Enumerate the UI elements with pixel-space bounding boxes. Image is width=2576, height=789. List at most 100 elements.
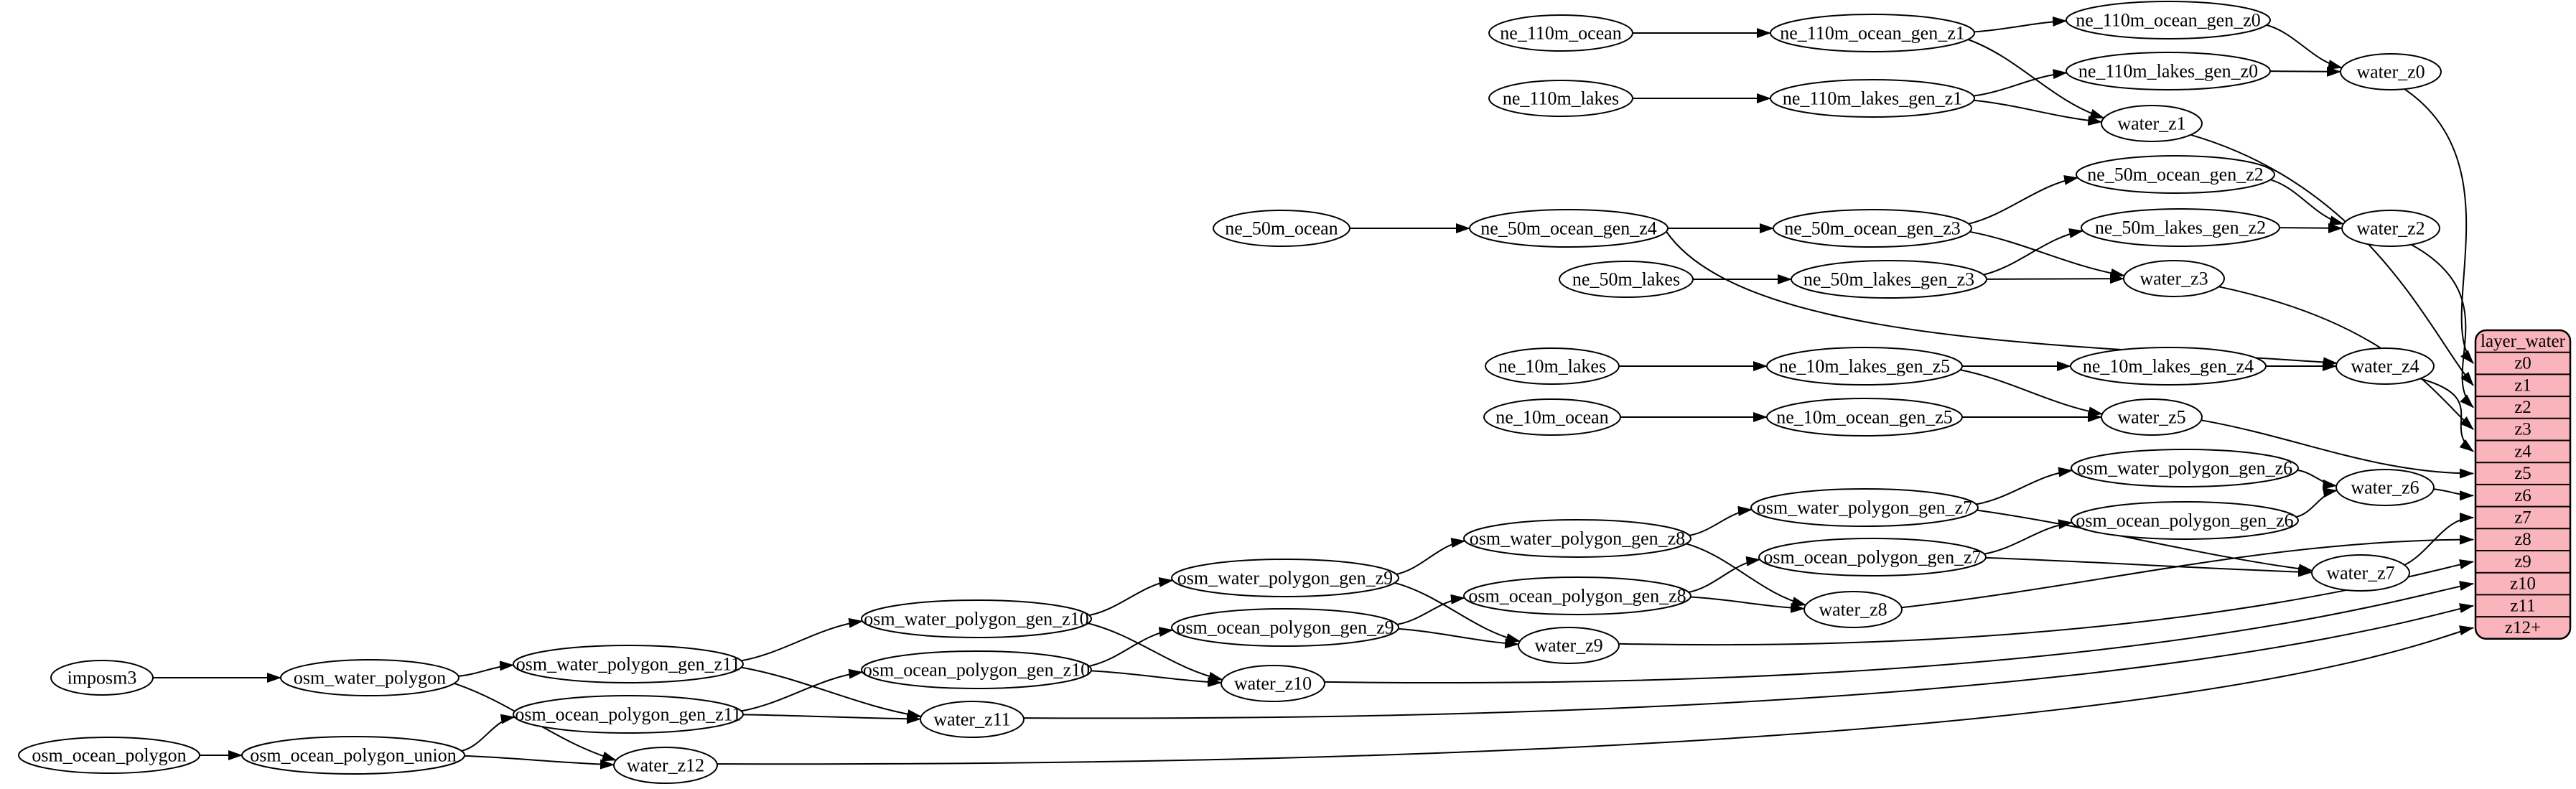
node-ne_110m_lakes_gen_z0: ne_110m_lakes_gen_z0: [2066, 52, 2271, 90]
layer-water-row-z0: z0: [2514, 354, 2531, 373]
node-ellipse-ne_10m_ocean_gen_z5: [1766, 398, 1963, 436]
node-water_z1: water_z1: [2101, 105, 2203, 142]
edge-ne_50m_lakes_gen_z3-to-ne_50m_lakes_gen_z2: [1983, 228, 2084, 276]
edge-osm_water_polygon_gen_z9-to-osm_water_polygon_gen_z8: [1396, 538, 1466, 575]
node-ellipse-water_z1: [2101, 105, 2203, 142]
layer-water-row-z5: z5: [2514, 464, 2531, 483]
node-label-osm_ocean_polygon_gen_z10: osm_ocean_polygon_gen_z10: [863, 660, 1090, 681]
node-ellipse-ne_50m_lakes: [1559, 261, 1694, 298]
edge-osm_water_polygon_gen_z11-to-osm_water_polygon_gen_z10: [741, 617, 864, 662]
node-ellipse-water_z10: [1221, 665, 1325, 702]
node-ne_50m_lakes_gen_z3: ne_50m_lakes_gen_z3: [1791, 260, 1987, 299]
node-osm_ocean_polygon_gen_z11: osm_ocean_polygon_gen_z11: [513, 695, 744, 734]
node-osm_water_polygon_gen_z8: osm_water_polygon_gen_z8: [1463, 519, 1691, 558]
node-label-ne_110m_ocean: ne_110m_ocean: [1500, 23, 1621, 44]
edge-osm_ocean_polygon_union-to-osm_ocean_polygon_gen_z11: [461, 714, 515, 752]
node-label-osm_water_polygon: osm_water_polygon: [294, 668, 446, 688]
node-ne_110m_ocean: ne_110m_ocean: [1488, 14, 1633, 52]
node-ne_10m_ocean: ne_10m_ocean: [1483, 398, 1621, 436]
edge-osm_water_polygon_gen_z10-to-water_z10: [1088, 622, 1223, 682]
layer-water-row-z3: z3: [2514, 420, 2531, 439]
node-osm_water_polygon: osm_water_polygon: [280, 659, 459, 696]
edge-water_z6-to-layer_water-z6: [2433, 488, 2474, 501]
node-label-ne_10m_lakes: ne_10m_lakes: [1498, 356, 1606, 377]
layer-water-row-z2: z2: [2514, 398, 2531, 417]
node-osm_ocean_polygon: osm_ocean_polygon: [18, 737, 200, 774]
edge-water_z0-to-layer_water-z0: [2404, 88, 2474, 364]
node-label-water_z6: water_z6: [2351, 477, 2419, 498]
node-label-osm_water_polygon_gen_z7: osm_water_polygon_gen_z7: [1757, 498, 1972, 518]
node-water_z9: water_z9: [1518, 627, 1620, 664]
node-ne_10m_ocean_gen_z5: ne_10m_ocean_gen_z5: [1766, 398, 1963, 436]
node-ne_10m_lakes: ne_10m_lakes: [1485, 347, 1620, 385]
node-osm_ocean_polygon_gen_z6: osm_ocean_polygon_gen_z6: [2071, 501, 2299, 540]
edge-water_z10-to-layer_water-z10: [1324, 581, 2474, 684]
edge-water_z8-to-layer_water-z8: [1901, 534, 2474, 609]
edge-ne_110m_lakes_gen_z1-to-water_z1: [1974, 99, 2103, 126]
edge-ne_10m_lakes_gen_z5-to-water_z5: [1960, 369, 2104, 417]
node-osm_water_polygon_gen_z11: osm_water_polygon_gen_z11: [513, 645, 744, 683]
node-ellipse-ne_110m_lakes_gen_z0: [2066, 52, 2271, 90]
node-water_z5: water_z5: [2101, 398, 2203, 436]
node-ne_110m_lakes_gen_z1: ne_110m_lakes_gen_z1: [1770, 79, 1975, 118]
node-label-osm_ocean_polygon: osm_ocean_polygon: [32, 745, 186, 766]
node-ellipse-water_z7: [2311, 554, 2410, 592]
node-water_z6: water_z6: [2335, 469, 2435, 506]
node-ellipse-osm_ocean_polygon_gen_z9: [1171, 608, 1399, 647]
edge-water_z11-to-layer_water-z11: [1023, 603, 2474, 719]
node-label-water_z3: water_z3: [2139, 269, 2208, 289]
node-ellipse-osm_ocean_polygon_union: [241, 736, 465, 775]
layer-water-row-z10: z10: [2510, 574, 2536, 594]
edge-osm_water_polygon_gen_z7-to-osm_water_polygon_gen_z6: [1976, 467, 2073, 505]
node-ne_50m_ocean: ne_50m_ocean: [1213, 210, 1350, 247]
node-ellipse-osm_water_polygon: [280, 659, 459, 696]
node-label-ne_50m_lakes_gen_z3: ne_50m_lakes_gen_z3: [1803, 269, 1974, 290]
node-label-ne_10m_lakes_gen_z5: ne_10m_lakes_gen_z5: [1779, 356, 1950, 377]
node-label-osm_water_polygon_gen_z11: osm_water_polygon_gen_z11: [516, 654, 740, 675]
layer-water-row-z11: z11: [2510, 596, 2535, 615]
node-label-water_z11: water_z11: [933, 709, 1010, 730]
node-ellipse-osm_ocean_polygon: [18, 737, 200, 774]
edge-osm_ocean_polygon_gen_z8-to-osm_ocean_polygon_gen_z7: [1688, 556, 1761, 593]
node-water_z2: water_z2: [2341, 210, 2440, 247]
node-label-osm_ocean_polygon_gen_z8: osm_ocean_polygon_gen_z8: [1468, 586, 1686, 607]
edge-ne_50m_ocean_gen_z3-to-water_z3: [1969, 230, 2125, 279]
node-label-water_z5: water_z5: [2117, 407, 2185, 428]
node-label-water_z7: water_z7: [2326, 563, 2394, 584]
node-label-ne_110m_lakes_gen_z0: ne_110m_lakes_gen_z0: [2078, 61, 2258, 82]
node-ne_50m_lakes_gen_z2: ne_50m_lakes_gen_z2: [2081, 208, 2280, 247]
node-ellipse-osm_ocean_polygon_gen_z8: [1463, 576, 1691, 615]
edge-water_z5-to-layer_water-z5: [2201, 419, 2474, 479]
edge-layer: [153, 16, 2474, 770]
node-ellipse-ne_50m_ocean_gen_z2: [2076, 155, 2275, 194]
edge-water_z7-to-layer_water-z7: [2404, 512, 2474, 566]
node-label-water_z9: water_z9: [1534, 635, 1602, 656]
node-ne_50m_lakes: ne_50m_lakes: [1559, 261, 1694, 298]
node-label-ne_110m_lakes_gen_z1: ne_110m_lakes_gen_z1: [1783, 88, 1962, 109]
node-label-ne_50m_lakes_gen_z2: ne_50m_lakes_gen_z2: [2095, 218, 2266, 238]
node-ellipse-osm_water_polygon_gen_z8: [1463, 519, 1691, 558]
node-label-ne_50m_ocean_gen_z3: ne_50m_ocean_gen_z3: [1784, 218, 1960, 239]
edge-water_z2-to-layer_water-z2: [2411, 243, 2474, 408]
node-ellipse-ne_110m_lakes: [1488, 80, 1633, 117]
layer-water-row-z4: z4: [2514, 442, 2531, 461]
node-osm_ocean_polygon_gen_z8: osm_ocean_polygon_gen_z8: [1463, 576, 1691, 615]
node-osm_ocean_polygon_gen_z10: osm_ocean_polygon_gen_z10: [861, 650, 1092, 689]
edge-osm_ocean_polygon_gen_z9-to-osm_ocean_polygon_gen_z8: [1396, 594, 1465, 625]
node-label-water_z8: water_z8: [1819, 599, 1887, 620]
node-ellipse-osm_ocean_polygon_gen_z6: [2071, 501, 2299, 540]
node-ellipse-ne_10m_lakes_gen_z5: [1766, 347, 1963, 386]
node-label-water_z2: water_z2: [2356, 218, 2425, 239]
node-label-water_z1: water_z1: [2117, 113, 2185, 134]
node-ellipse-imposm3: [50, 660, 154, 696]
edge-osm_water_polygon-to-osm_water_polygon_gen_z11: [458, 660, 515, 677]
node-label-ne_50m_ocean_gen_z4: ne_50m_ocean_gen_z4: [1480, 218, 1656, 239]
layer-water-table-title: layer_water: [2481, 332, 2566, 351]
node-label-osm_water_polygon_gen_z10: osm_water_polygon_gen_z10: [864, 609, 1088, 630]
node-ne_110m_ocean_gen_z0: ne_110m_ocean_gen_z0: [2066, 1, 2271, 39]
layer-water-table: layer_waterz0z1z2z3z4z5z6z7z8z9z10z11z12…: [2474, 329, 2572, 640]
node-label-water_z10: water_z10: [1234, 673, 1312, 694]
node-ne_50m_ocean_gen_z3: ne_50m_ocean_gen_z3: [1773, 209, 1972, 248]
node-ellipse-ne_110m_ocean_gen_z0: [2066, 1, 2271, 39]
node-label-osm_ocean_polygon_gen_z7: osm_ocean_polygon_gen_z7: [1763, 547, 1981, 568]
